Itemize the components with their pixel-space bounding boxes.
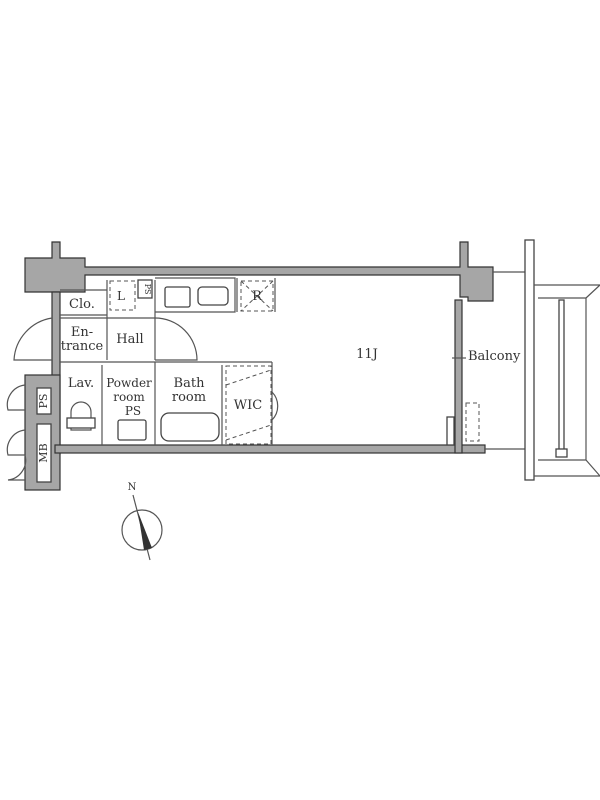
label-lavatory: Lav. bbox=[68, 376, 94, 391]
compass-north-label: N bbox=[128, 482, 137, 493]
label-linen: L bbox=[117, 289, 125, 303]
label-fridge: R bbox=[252, 289, 263, 304]
label-ps-left: PS bbox=[37, 394, 50, 409]
room-labels: Clo. L PS R En- trance Hall 11J Balcony … bbox=[37, 284, 521, 463]
label-bath-1: Bath bbox=[174, 376, 206, 391]
label-balcony: Balcony bbox=[468, 349, 521, 364]
label-entrance-2: trance bbox=[61, 339, 104, 354]
label-powder-2: room bbox=[113, 390, 145, 404]
label-hall: Hall bbox=[116, 332, 143, 347]
label-powder-ps: PS bbox=[125, 404, 141, 418]
partitions bbox=[6, 277, 279, 483]
compass-circle bbox=[121, 509, 163, 551]
label-powder-1: Powder bbox=[106, 376, 152, 390]
label-wic: WIC bbox=[234, 398, 262, 413]
compass-arrow-icon bbox=[138, 512, 152, 550]
compass: N bbox=[121, 482, 163, 561]
balcony-structure bbox=[446, 239, 600, 481]
label-bath-2: room bbox=[172, 390, 206, 405]
label-entrance-1: En- bbox=[71, 325, 93, 340]
walls bbox=[24, 241, 494, 491]
label-meter-box: MB bbox=[37, 443, 50, 462]
label-ps-top: PS bbox=[143, 284, 152, 295]
label-main-room: 11J bbox=[356, 347, 378, 362]
label-closet: Clo. bbox=[69, 297, 95, 312]
